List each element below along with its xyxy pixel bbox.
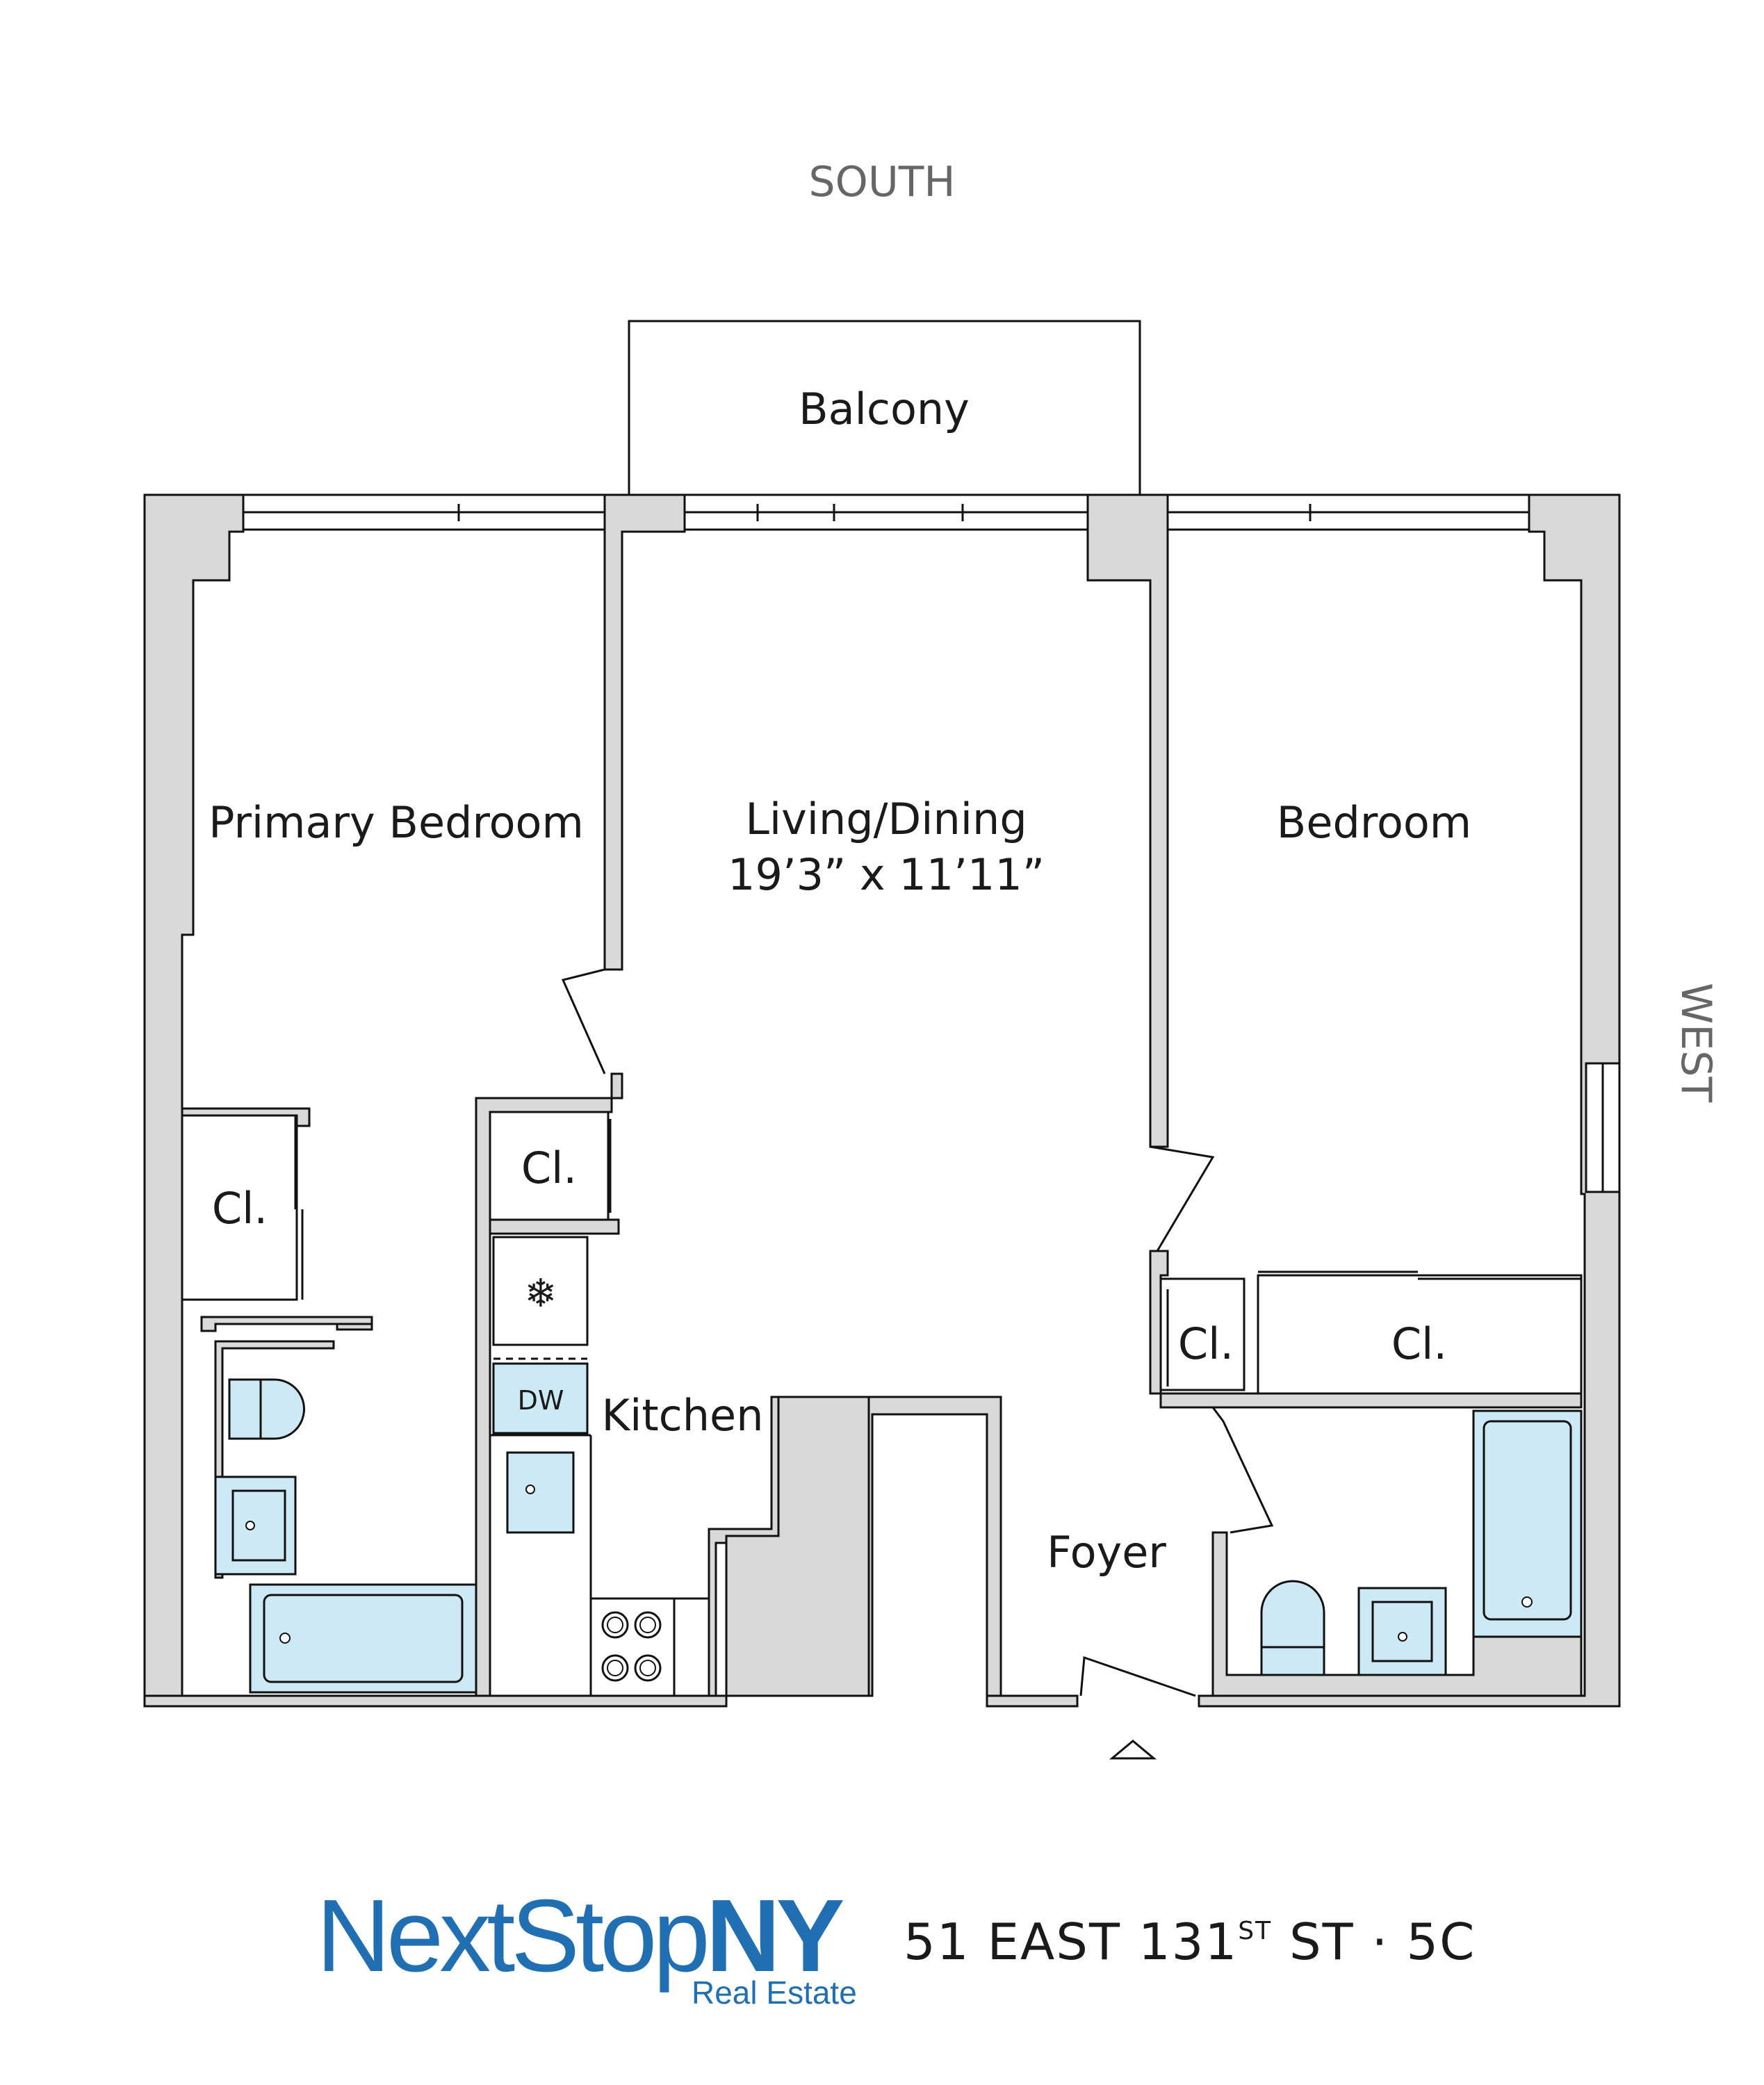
- bathtub-primary: [249, 1583, 477, 1694]
- brand-logo: NextStopNY Real Estate: [316, 1885, 872, 2011]
- toilet-secondary: [1260, 1580, 1325, 1676]
- primary-closet-label: Cl.: [212, 1183, 268, 1234]
- entry-marker-icon: [1109, 1740, 1157, 1760]
- living-dining-label: Living/Dining: [745, 794, 1027, 844]
- kitchen-area: Cl. ❄ DW Kitchen: [476, 1072, 1002, 1697]
- brand-name-part2: NY: [705, 1879, 845, 1993]
- dishwasher-label: DW: [518, 1385, 564, 1416]
- cooktop: [589, 1597, 710, 1697]
- hall-closet-label: Cl.: [521, 1143, 577, 1193]
- west-label: WEST: [1672, 983, 1720, 1102]
- sink-secondary: [1357, 1587, 1447, 1676]
- address-suffix: ST · 5C: [1272, 1913, 1476, 1971]
- address-prefix: 51 EAST 131: [904, 1913, 1239, 1971]
- dishwasher: [492, 1362, 589, 1434]
- address-suffix-sup: ST: [1238, 1917, 1273, 1945]
- sink-primary: [214, 1475, 297, 1576]
- refrigerator: [492, 1236, 589, 1346]
- brand-subtitle: Real Estate: [692, 1974, 857, 2011]
- brand-name-part1: NextStop: [316, 1879, 710, 1993]
- bedroom-door[interactable]: [1150, 1145, 1215, 1252]
- toilet-primary: [228, 1378, 305, 1440]
- kitchen-label: Kitchen: [601, 1390, 763, 1441]
- address: 51 EAST 131ST ST · 5C: [904, 1913, 1476, 1971]
- south-label: SOUTH: [809, 158, 956, 206]
- foyer-label: Foyer: [1047, 1527, 1166, 1578]
- primary-bedroom-door[interactable]: [561, 968, 606, 1074]
- exterior-walls: [143, 493, 1621, 1708]
- bathtub-secondary: [1472, 1409, 1583, 1638]
- bedroom-closet-large-label: Cl.: [1391, 1318, 1447, 1369]
- bedroom-label: Bedroom: [1277, 797, 1471, 848]
- primary-bedroom-label: Primary Bedroom: [209, 797, 584, 848]
- freezer-icon: ❄: [525, 1271, 557, 1316]
- kitchen-sink: [506, 1451, 575, 1534]
- balcony-label: Balcony: [799, 384, 970, 434]
- balcony: [628, 320, 1141, 496]
- bedroom-closet-small-label: Cl.: [1178, 1318, 1234, 1369]
- bedroom-suite: Cl. Cl.: [1149, 1250, 1583, 1697]
- living-dining-dims: 19’3” x 11’11”: [728, 849, 1045, 900]
- entry-door[interactable]: [986, 1655, 1196, 1760]
